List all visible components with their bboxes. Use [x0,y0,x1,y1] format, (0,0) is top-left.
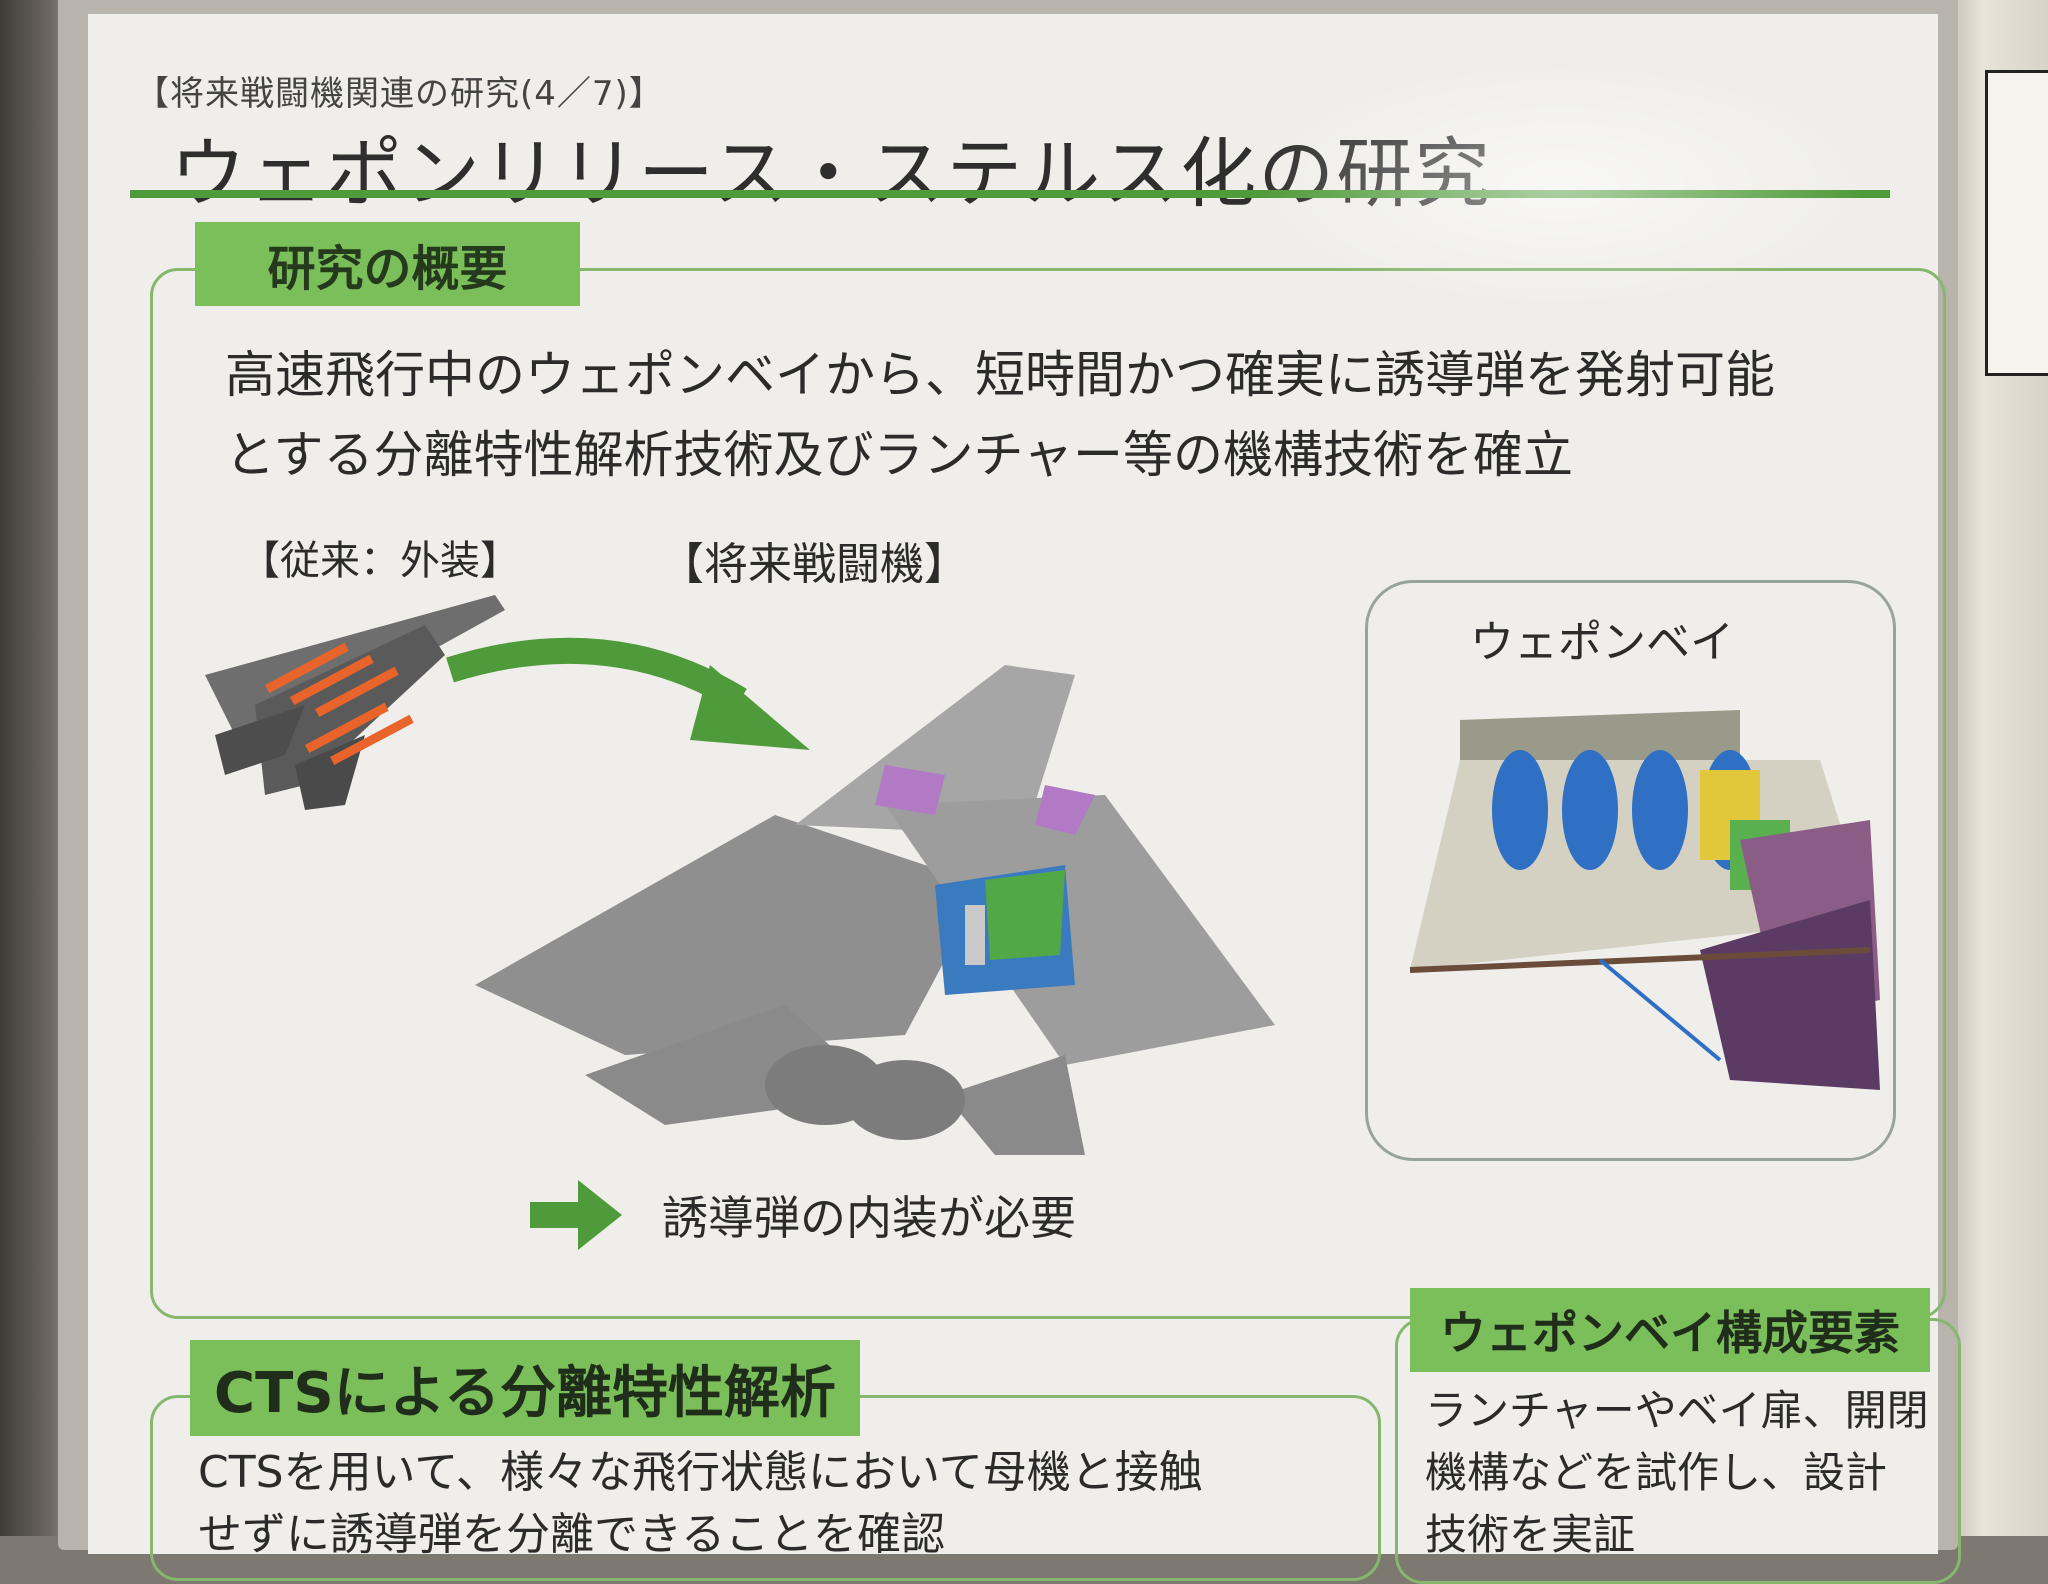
right-arrow-icon [530,1180,622,1250]
components-line-1: ランチャーやベイ扉、開閉 [1425,1386,1929,1435]
title-rule [130,190,1890,198]
components-line-2: 機構などを試作し、設計 [1425,1448,1888,1497]
cts-label: CTSによる分離特性解析 [190,1340,860,1436]
cts-line-1: CTSを用いて、様々な飛行状態において母機と接触 [198,1447,1203,1498]
need-row: 誘導弾の内装が必要 [530,1180,1076,1250]
cts-text: CTSを用いて、様々な飛行状態において母機と接触 せずに誘導弾を分離できることを… [198,1442,1358,1566]
side-card [1985,70,2048,376]
overview-line-1: 高速飛行中のウェポンベイから、短時間かつ確実に誘導弾を発射可能 [225,346,1775,404]
future-fighter-label: 【将来戦闘機】 [660,539,968,590]
overview-text: 高速飛行中のウェポンベイから、短時間かつ確実に誘導弾を発射可能 とする分離特性解… [225,335,1775,495]
conventional-label: 【従来：外装】 [240,538,520,584]
overview-box [150,268,1946,1319]
overview-line-2: とする分離特性解析技術及びランチャー等の機構技術を確立 [225,426,1573,484]
page-title: ウェポンリリース・ステルス化の研究 [170,129,1493,218]
components-line-3: 技術を実証 [1425,1510,1636,1559]
need-text: 誘導弾の内装が必要 [662,1191,1076,1245]
weapon-bay-illustration [1409,710,1880,1090]
conventional-fighter-illustration [205,595,505,810]
components-text: ランチャーやベイ扉、開閉 機構などを試作し、設計 技術を実証 [1425,1380,1929,1566]
transition-arrow-icon [446,637,810,750]
header-subtitle: 【将来戦闘機関連の研究(4／7)】 [135,74,664,114]
stealth-fighter-illustration [475,665,1275,1155]
weapon-bay-label: ウェポンベイ [1470,617,1734,668]
cts-line-2: せずに誘導弾を分離できることを確認 [198,1509,946,1560]
weapon-bay-panel [1365,580,1896,1161]
components-label: ウェポンベイ構成要素 [1410,1288,1930,1372]
overview-label: 研究の概要 [195,222,580,306]
